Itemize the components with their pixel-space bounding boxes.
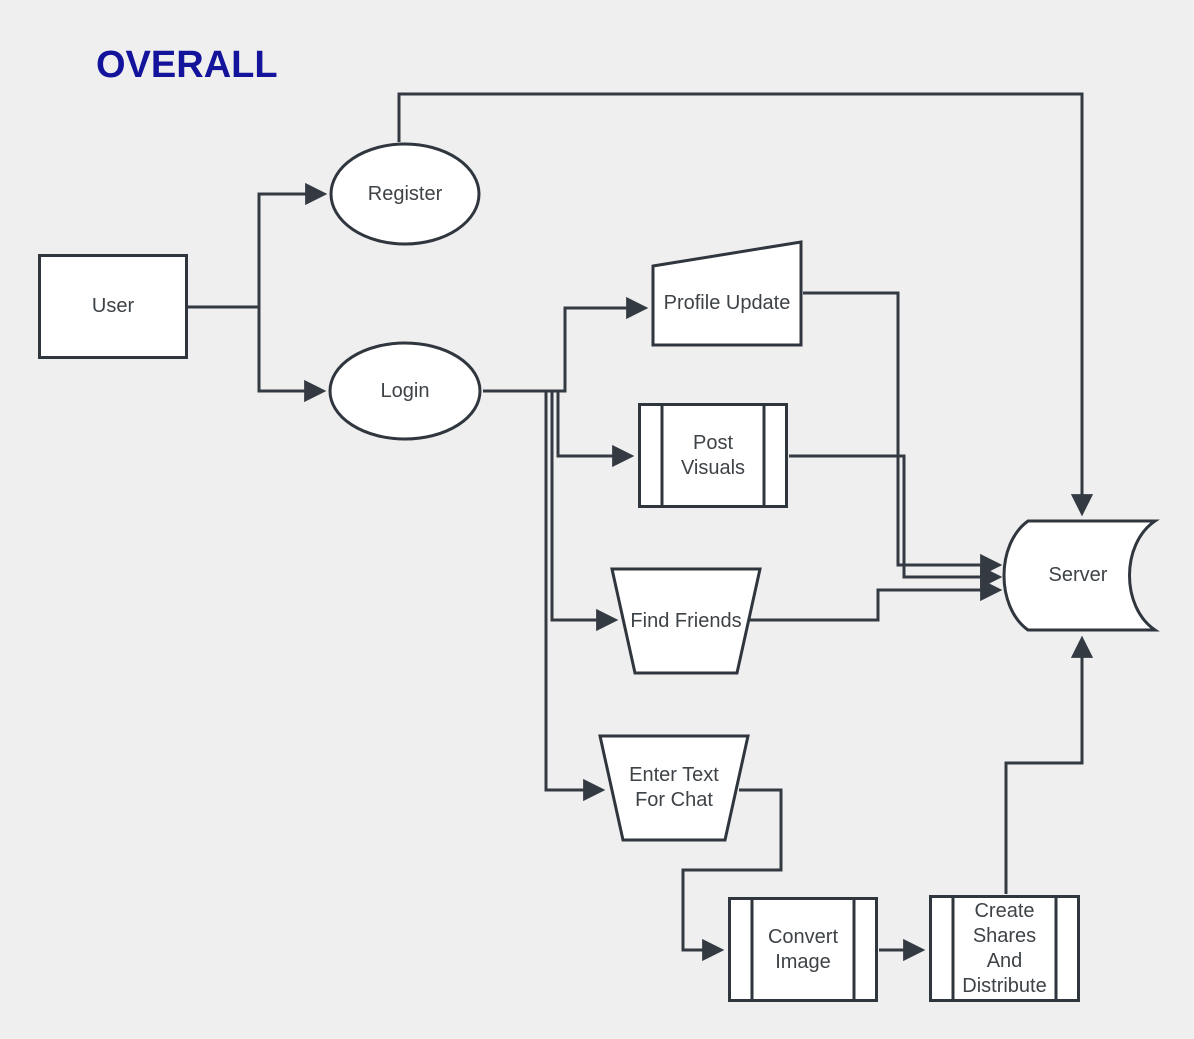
node-enter-text-for-chat-label: Enter Text For Chat (629, 764, 719, 811)
node-convert-image-label: Convert Image (767, 925, 839, 973)
node-register: Register (329, 142, 481, 246)
stored-data-shape (1002, 519, 1160, 632)
node-user: User (38, 254, 188, 359)
connector-user-to-register (188, 182, 328, 309)
node-post-visuals: Post Visuals (638, 403, 788, 508)
connector-login-to-enter-text (483, 389, 606, 802)
connector-find-friends-to-server (749, 578, 1003, 622)
node-find-friends: Find Friends (610, 567, 762, 675)
node-create-shares-and-distribute: Create Shares And Distribute (929, 895, 1080, 1002)
manual-operation-shape (598, 734, 750, 842)
connector-enter-text-to-convert-image (681, 788, 783, 962)
rectangle-shape (38, 254, 188, 359)
node-enter-text-for-chat: Enter Text For Chat (598, 734, 750, 842)
connector-user-to-login (257, 307, 327, 403)
node-convert-image: Convert Image (728, 897, 878, 1002)
node-find-friends-label: Find Friends (630, 609, 742, 632)
connector-login-to-find-friends (483, 389, 619, 632)
connector-login-to-profile-update (483, 296, 649, 393)
node-profile-update: Profile Update (651, 240, 803, 347)
predefined-process-shape (728, 897, 878, 1002)
node-post-visuals-label: Post Visuals (680, 431, 746, 479)
node-user-label: User (91, 295, 135, 317)
node-server-label: Server (1048, 564, 1108, 586)
connector-login-to-post-visuals (483, 389, 635, 468)
node-login: Login (328, 341, 482, 441)
node-profile-update-label: Profile Update (663, 292, 791, 314)
diagram-title: OVERALL (96, 44, 278, 86)
predefined-process-shape (929, 895, 1080, 1002)
connector-profile-update-to-server (803, 291, 1003, 577)
connector-register-to-server (397, 92, 1094, 517)
node-login-label: Login (380, 379, 430, 402)
predefined-process-shape (638, 403, 788, 508)
connector-create-shares-to-server (1004, 635, 1094, 894)
node-server: Server (996, 519, 1160, 632)
connector-post-visuals-to-server (789, 454, 1003, 589)
manual-input-shape (651, 240, 803, 347)
ellipse-shape (328, 341, 482, 441)
ellipse-shape (329, 142, 481, 246)
manual-operation-shape (610, 567, 762, 675)
node-create-shares-and-distribute-label: Create Shares And Distribute (962, 899, 1047, 997)
node-register-label: Register (367, 182, 443, 205)
